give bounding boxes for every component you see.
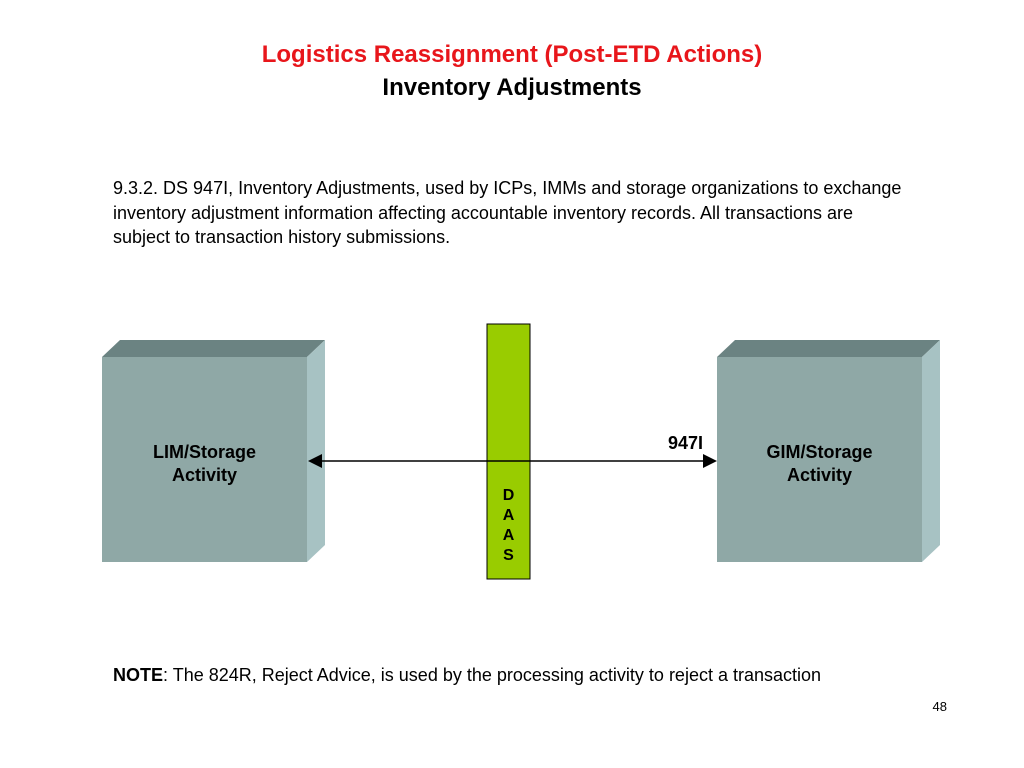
arrowhead-left [308, 454, 322, 468]
left-box-side [307, 340, 325, 562]
left-box-top [102, 340, 325, 357]
left-box-label: LIM/Storage Activity [102, 441, 307, 487]
right-box-side [922, 340, 940, 562]
page-number: 48 [932, 699, 947, 714]
right-activity-box [717, 340, 940, 562]
daas-hub-label: D A A S [487, 486, 530, 566]
daas-letter: D [502, 487, 515, 504]
daas-letter: S [503, 547, 514, 564]
arrowhead-right [703, 454, 717, 468]
note-body: : The 824R, Reject Advice, is used by th… [163, 665, 822, 685]
note-label: NOTE [113, 665, 164, 685]
left-box-front [102, 357, 307, 562]
right-box-label-line1: GIM/Storage [766, 442, 873, 462]
left-box-label-line1: LIM/Storage [152, 442, 256, 462]
daas-hub-bar [486, 323, 531, 580]
note-text: NOTE: The 824R, Reject Advice, is used b… [113, 663, 953, 687]
slide-subtitle: Inventory Adjustments [382, 74, 642, 101]
slide-title: Logistics Reassignment (Post-ETD Actions… [261, 41, 763, 68]
daas-letter: A [502, 527, 515, 544]
daas-letter: A [502, 507, 515, 524]
body-paragraph: 9.3.2. DS 947I, Inventory Adjustments, u… [113, 178, 902, 247]
right-box-label: GIM/Storage Activity [717, 441, 922, 487]
right-box-top [717, 340, 940, 357]
right-box-label-line2: Activity [786, 465, 853, 485]
edge-label-947i: 947I [668, 433, 704, 453]
right-box-front [717, 357, 922, 562]
left-box-label-line2: Activity [171, 465, 238, 485]
left-activity-box [102, 340, 325, 562]
